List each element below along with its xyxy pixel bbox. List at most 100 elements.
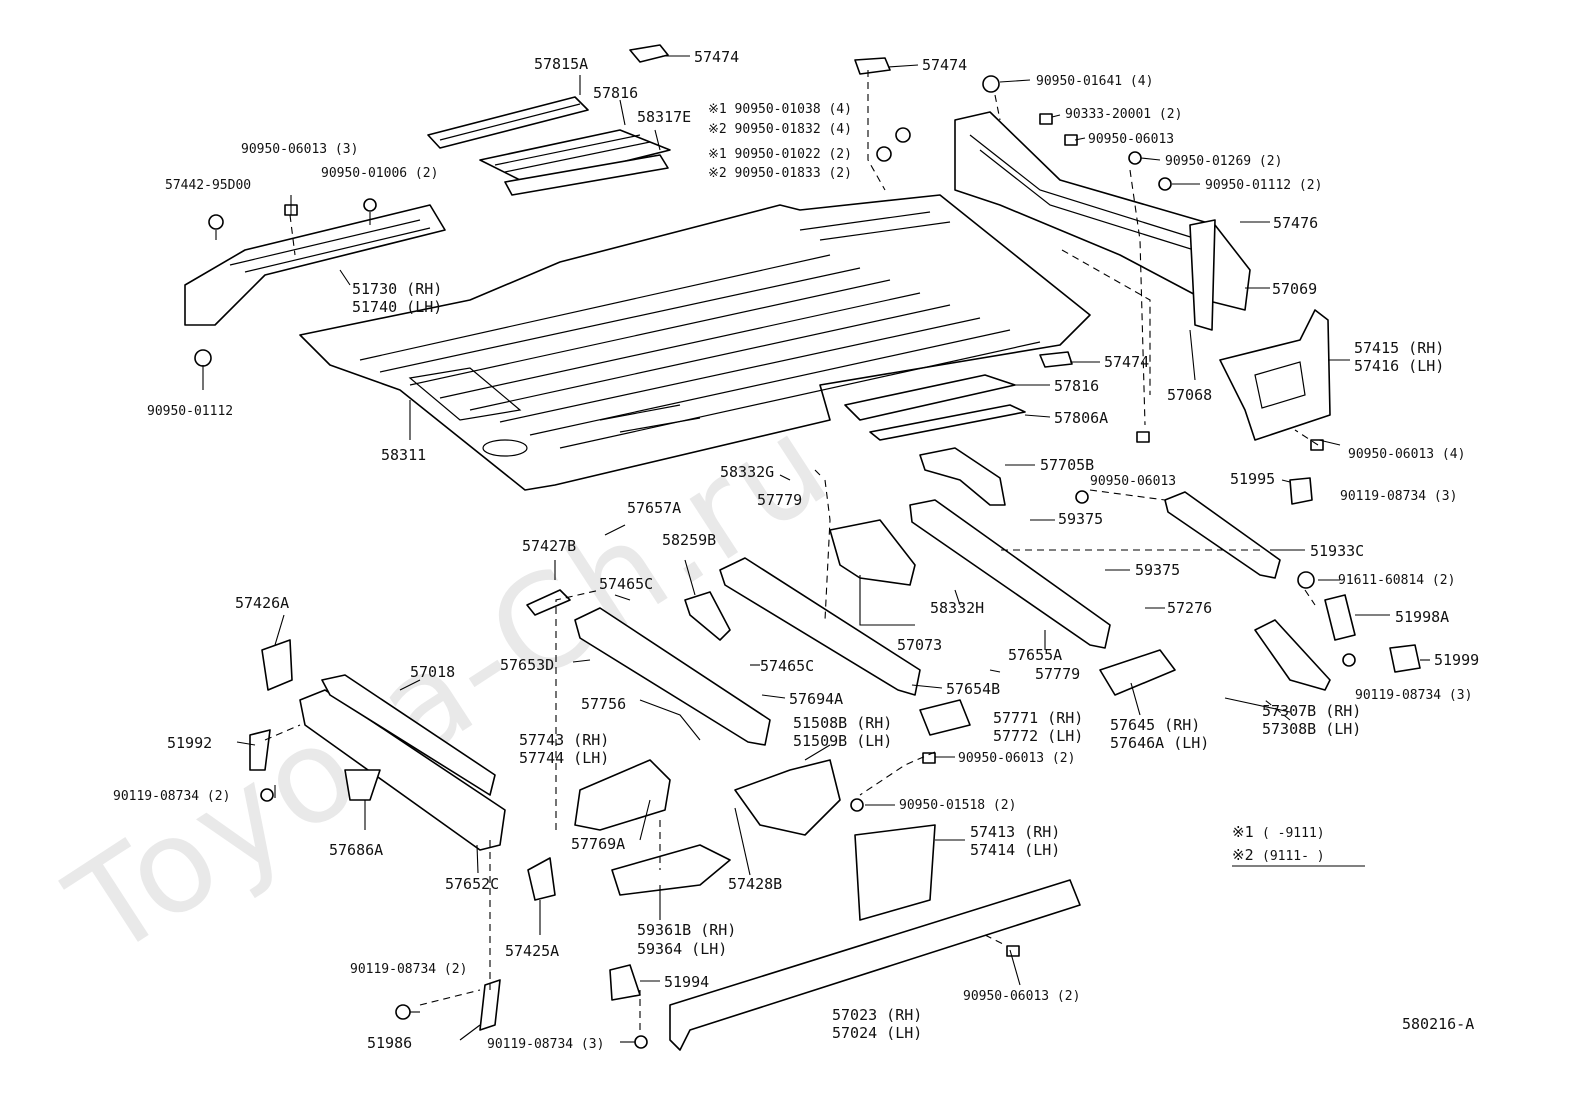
diagram-code: 580216-A	[1402, 1015, 1474, 1033]
label-90119-08734-3-c: 90119-08734 (3)	[487, 1037, 604, 1052]
label-57018: 57018	[410, 663, 455, 681]
side-panel-57415	[1219, 309, 1331, 441]
label-57657A: 57657A	[627, 499, 681, 517]
label-57816-b: 57816	[1054, 377, 1099, 395]
bolt-90119-08734-a	[1075, 490, 1089, 504]
label-57415: 57415 (RH)	[1354, 339, 1444, 357]
label-90950-06013-3: 90950-06013 (3)	[241, 142, 358, 157]
rail-51730	[184, 204, 446, 326]
label-57442-95D00: 57442-95D00	[165, 178, 251, 193]
bracket-57427B	[526, 589, 571, 616]
label-51994: 51994	[664, 973, 709, 991]
bolt-57442-95D00	[208, 214, 224, 230]
label-57474-c: 57474	[1104, 353, 1149, 371]
legend-mark1-range: ( -9111)	[1262, 826, 1325, 841]
label-59361B: 59361B (RH)	[637, 921, 736, 939]
label-57686A: 57686A	[329, 841, 383, 859]
label-90950-06013-b: 90950-06013	[1090, 474, 1176, 489]
bolt-90119-08734-e	[634, 1035, 648, 1049]
clip-90950-01832	[895, 127, 911, 143]
bracket-57307B	[1254, 619, 1331, 691]
bracket-51933C	[1164, 491, 1281, 579]
label-57426A: 57426A	[235, 594, 289, 612]
label-57276: 57276	[1167, 599, 1212, 617]
label-51740: 51740 (LH)	[352, 298, 442, 316]
label-57414: 57414 (LH)	[970, 841, 1060, 859]
label-90119-08734-3-b: 90119-08734 (3)	[1355, 688, 1472, 703]
label-57645: 57645 (RH)	[1110, 716, 1200, 734]
clip-57474-b	[854, 57, 891, 75]
label-57705B: 57705B	[1040, 456, 1094, 474]
label-57816-a: 57816	[593, 84, 638, 102]
label-51998A: 51998A	[1395, 608, 1449, 626]
member-57655A	[909, 499, 1111, 649]
clip-57474-a	[629, 44, 669, 63]
label-57652C: 57652C	[445, 875, 499, 893]
clip-90950-01006	[363, 198, 377, 212]
label-90950-06013-2-a: 90950-06013 (2)	[958, 751, 1075, 766]
label-57694A: 57694A	[789, 690, 843, 708]
bolt-90119-08734-b	[1342, 653, 1356, 667]
bracket-57645	[1099, 649, 1176, 696]
label-90950-06013-4: 90950-06013 (4)	[1348, 447, 1465, 462]
bracket-51998A	[1324, 594, 1356, 641]
label-51999: 51999	[1434, 651, 1479, 669]
bracket-51508B	[734, 759, 841, 836]
label-51986: 51986	[367, 1034, 412, 1052]
label-57474-a: 57474	[694, 48, 739, 66]
bracket-59361B	[611, 844, 731, 896]
label-58332H: 58332H	[930, 599, 984, 617]
label-57425A: 57425A	[505, 942, 559, 960]
floor-pan-58311	[299, 194, 1091, 491]
label-57073: 57073	[897, 636, 942, 654]
bracket-57743	[574, 759, 671, 831]
label-51995: 51995	[1230, 470, 1275, 488]
rail-58317E	[504, 154, 669, 196]
label-59364: 59364 (LH)	[637, 940, 727, 958]
label-90119-08734-3-a: 90119-08734 (3)	[1340, 489, 1457, 504]
rear-crossmember-57069	[954, 111, 1251, 331]
plug-90950-06013-e	[1006, 945, 1020, 957]
label-57465C-a: 57465C	[599, 575, 653, 593]
label-51730: 51730 (RH)	[352, 280, 442, 298]
label-x1-90950-01022: ※1 90950-01022 (2)	[708, 147, 852, 162]
label-90950-01269: 90950-01269 (2)	[1165, 154, 1282, 169]
bracket-57073	[829, 519, 916, 586]
label-90950-06013-a: 90950-06013	[1088, 132, 1174, 147]
label-90119-08734-2-a: 90119-08734 (2)	[113, 789, 230, 804]
part-labels: 57815A 57474 57474 57816 58317E ※1 90950…	[113, 48, 1479, 1052]
label-57023: 57023 (RH)	[832, 1006, 922, 1024]
label-58259B: 58259B	[662, 531, 716, 549]
rail-57816-top	[479, 129, 671, 186]
label-58332G: 58332G	[720, 463, 774, 481]
legend-mark2: ※2	[1232, 846, 1254, 864]
label-57772: 57772 (LH)	[993, 727, 1083, 745]
dashed-guides	[264, 70, 1319, 1030]
label-57654B: 57654B	[946, 680, 1000, 698]
clip-90950-01518	[850, 798, 864, 812]
label-57413: 57413 (RH)	[970, 823, 1060, 841]
label-57474-b: 57474	[922, 56, 967, 74]
bracket-51986	[479, 979, 501, 1031]
rail-57815A	[427, 96, 589, 149]
label-57465C-b: 57465C	[760, 657, 814, 675]
label-90950-01112-b: 90950-01112	[147, 404, 233, 419]
legend-mark2-range: (9111- )	[1262, 849, 1325, 864]
bracket-57686A	[344, 769, 381, 801]
cap-90950-01641	[982, 75, 1000, 93]
legend-mark1: ※1	[1232, 823, 1254, 841]
member-57018	[321, 674, 496, 796]
plug-90950-06013-d	[922, 752, 936, 764]
label-57646A: 57646A (LH)	[1110, 734, 1209, 752]
panel-57413	[854, 824, 936, 921]
label-x2-90950-01832: ※2 90950-01832 (4)	[708, 122, 852, 137]
clip-90950-01112-a	[1158, 177, 1172, 191]
label-59375-b: 59375	[1135, 561, 1180, 579]
label-51508B: 51508B (RH)	[793, 714, 892, 732]
label-58311: 58311	[381, 446, 426, 464]
clip-57474-c	[1039, 351, 1073, 368]
label-51933C: 51933C	[1310, 542, 1364, 560]
label-57771: 57771 (RH)	[993, 709, 1083, 727]
